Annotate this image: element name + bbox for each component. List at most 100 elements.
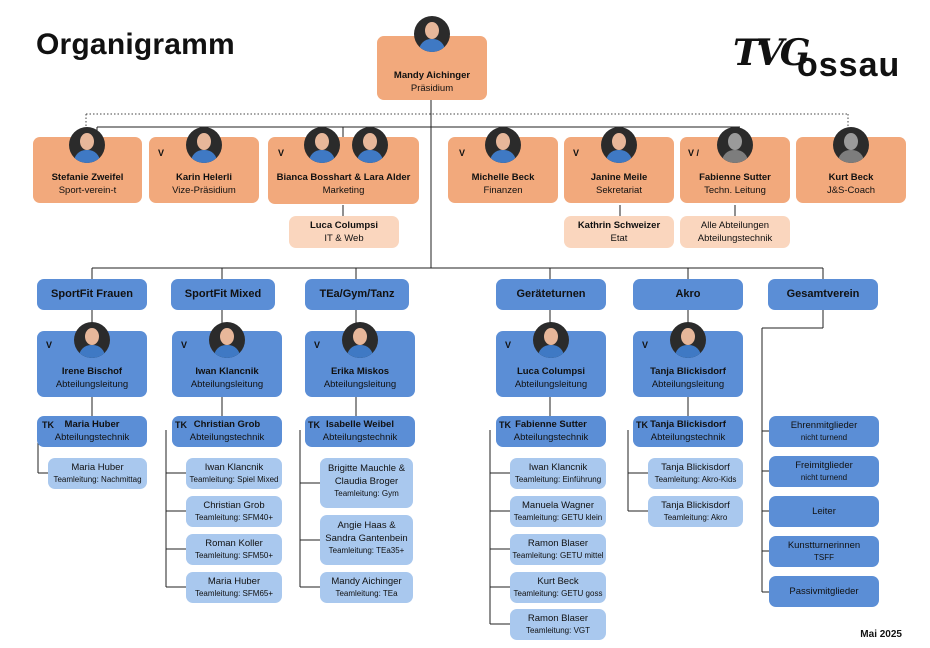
logo-tvg-text: TVG <box>733 32 810 74</box>
board-name: Michelle Beck <box>471 172 535 183</box>
team-role: Teamleitung: SFM50+ <box>194 551 274 560</box>
team-role: Teamleitung: Nachmittag <box>53 475 142 484</box>
tk-mark: TK <box>42 420 54 430</box>
team-name: Claudia Broger <box>334 476 399 487</box>
avatar <box>352 127 388 163</box>
lead-role: Abteilungsleitung <box>55 379 129 390</box>
board-role: Marketing <box>322 185 365 196</box>
avatar <box>69 127 105 163</box>
board-role: Finanzen <box>483 185 523 196</box>
board-role: Sekretariat <box>596 185 642 196</box>
team-name: Ramon Blaser <box>527 613 589 624</box>
lead-role: Abteilungsleitung <box>514 379 588 390</box>
board-mark: V <box>158 148 165 158</box>
team-role: Teamleitung: TEa <box>335 589 398 598</box>
date-label: Mai 2025 <box>860 629 902 640</box>
lead-name: Iwan Klancnik <box>195 366 259 377</box>
team-name: Kurt Beck <box>537 576 579 587</box>
team-name: Mandy Aichinger <box>331 576 402 587</box>
group-name: Freimitglieder <box>795 460 853 471</box>
tk-role: Abteilungstechnik <box>513 432 589 443</box>
board-name: Fabienne Sutter <box>699 172 771 183</box>
group-name: Kunstturnerinnen <box>787 540 861 551</box>
avatar <box>304 127 340 163</box>
team-name: Iwan Klancnik <box>528 462 588 473</box>
board-mark: V <box>573 148 580 158</box>
club-logo: TVG ossau <box>733 24 908 88</box>
team-role: Teamleitung: TEa35+ <box>328 546 405 555</box>
president-name: Mandy Aichinger <box>393 70 471 81</box>
lead-mark: V <box>505 340 512 350</box>
board-sub-card: Luca Columpsi IT & Web <box>289 216 399 248</box>
board-sub-name: Alle Abteilungen <box>700 220 770 231</box>
member-group-card: Passivmitglieder <box>769 576 879 607</box>
tk-name: Maria Huber <box>64 419 120 430</box>
lead-mark: V <box>642 340 649 350</box>
board-role: Sport-verein-t <box>58 185 117 196</box>
board-role: Vize-Präsidium <box>172 185 236 196</box>
tk-mark: TK <box>308 420 320 430</box>
team-role: Teamleitung: GETU klein <box>513 513 603 522</box>
board-mark: V <box>278 148 285 158</box>
department-header: SportFit Mixed <box>171 279 275 310</box>
avatar <box>186 127 222 163</box>
board-sub-role: IT & Web <box>324 233 364 244</box>
avatar <box>209 322 245 358</box>
board-sub-name: Luca Columpsi <box>309 220 379 231</box>
tk-role: Abteilungstechnik <box>650 432 726 443</box>
team-role: Teamleitung: VGT <box>525 626 591 635</box>
board-role: J&S-Coach <box>826 185 876 196</box>
group-role: TSFF <box>814 553 834 562</box>
team-name: Tanja Blickisdorf <box>661 500 730 511</box>
group-name: Leiter <box>812 506 836 517</box>
lead-role: Abteilungsleitung <box>323 379 397 390</box>
team-role: Teamleitung: Akro <box>663 513 728 522</box>
team-name: Tanja Blickisdorf <box>661 462 730 473</box>
board-mark: V <box>459 148 466 158</box>
department-header: SportFit Frauen <box>37 279 147 310</box>
team-role: Teamleitung: SFM40+ <box>194 513 274 522</box>
lead-mark: V <box>314 340 321 350</box>
team-name: Christian Grob <box>203 500 265 511</box>
tk-role: Abteilungstechnik <box>322 432 398 443</box>
department-header: Akro <box>633 279 743 310</box>
president-role: Präsidium <box>410 83 454 94</box>
team-role: Teamleitung: GETU goss <box>513 589 603 598</box>
logo-gossau-text: ossau <box>797 46 901 84</box>
avatar <box>485 127 521 163</box>
tk-name: Fabienne Sutter <box>515 419 587 430</box>
group-name: Ehrenmitglieder <box>790 420 858 431</box>
team-name: Ramon Blaser <box>527 538 589 549</box>
member-group-card: Leiter <box>769 496 879 527</box>
team-name: Manuela Wagner <box>522 500 594 511</box>
tk-name: Isabelle Weibel <box>326 419 394 430</box>
board-mark: V / <box>688 148 700 158</box>
board-name: Karin Helerli <box>176 172 232 183</box>
board-role: Techn. Leitung <box>704 185 766 196</box>
lead-name: Tanja Blickisdorf <box>650 366 726 377</box>
